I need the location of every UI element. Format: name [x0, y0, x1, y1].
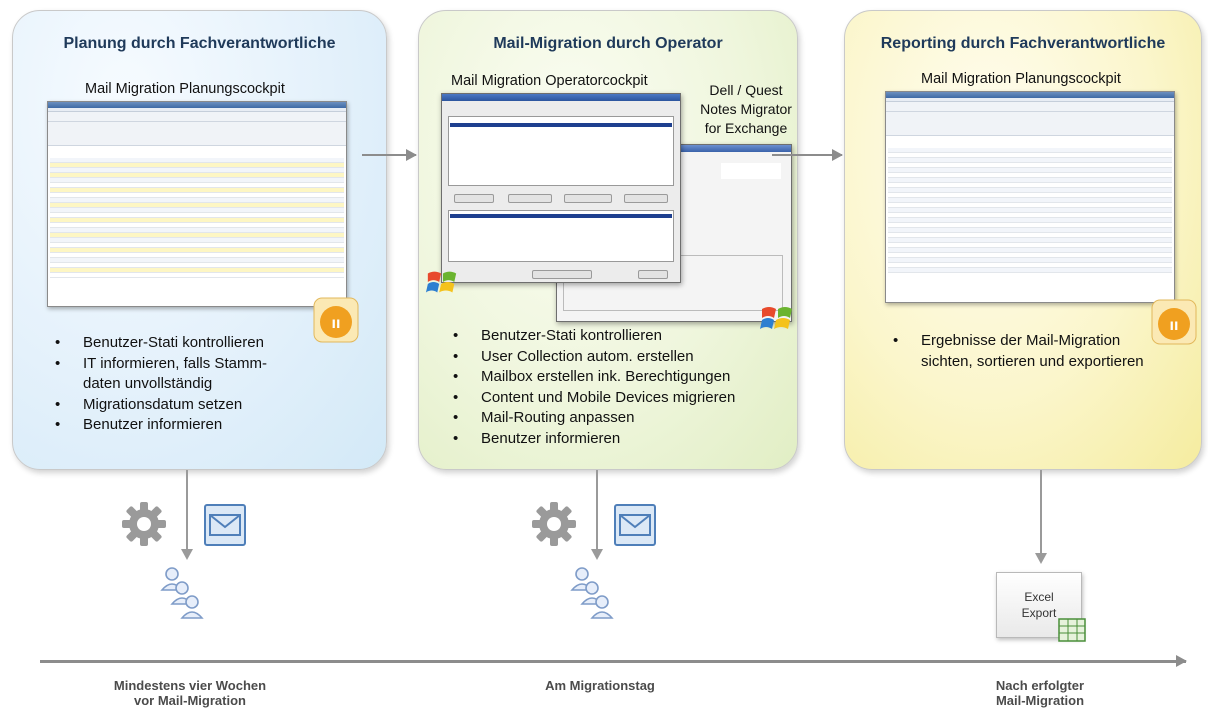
envelope-icon — [204, 504, 246, 546]
excel-label-line: Excel — [1024, 590, 1054, 604]
panel-title: Mail-Migration durch Operator — [493, 35, 723, 52]
svg-text:ıı: ıı — [332, 315, 341, 332]
list-item-continuation: daten unvollständig — [53, 374, 267, 395]
timeline-label-before: Mindestens vier Wochen vor Mail-Migratio… — [113, 678, 267, 708]
down-arrow — [591, 470, 603, 560]
list-item: User Collection autom. erstellen — [451, 347, 735, 368]
list-item: Benutzer informieren — [451, 429, 735, 450]
list-item: Migrationsdatum setzen — [53, 395, 267, 416]
windows-logo-icon — [760, 307, 792, 329]
panel-operator: Mail-Migration durch Operator Mail Migra… — [418, 10, 798, 470]
list-item: IT informieren, falls Stamm- — [53, 354, 267, 375]
envelope-icon — [614, 504, 656, 546]
users-group-icon — [570, 567, 614, 619]
screenshot-caption: Mail Migration Operatorcockpit — [451, 73, 648, 89]
excel-export-icon: Excel Export — [996, 572, 1086, 642]
panel-title: Planung durch Fachverantwortliche — [63, 35, 336, 52]
list-item: Mailbox erstellen ink. Berechtigungen — [451, 367, 735, 388]
down-arrow — [1035, 470, 1047, 564]
gear-icon — [532, 502, 576, 546]
planungscockpit-screenshot — [885, 91, 1175, 303]
timeline-label-after: Nach erfolgter Mail-Migration — [995, 678, 1085, 708]
list-item-text: sichten, sortieren und exportieren — [921, 352, 1144, 370]
timeline-label-day: Am Migrationstag — [545, 678, 655, 693]
panel-planning: Planung durch Fachverantwortliche Mail M… — [12, 10, 387, 470]
screenshot-caption: Mail Migration Planungscockpit — [85, 81, 285, 97]
list-item: Benutzer-Stati kontrollieren — [53, 333, 267, 354]
notes-migrator-label: Dell / Quest Notes Migrator for Exchange — [700, 82, 792, 136]
operatorcockpit-screenshot — [441, 93, 681, 283]
reporting-task-list: Ergebnisse der Mail-Migration sichten, s… — [891, 331, 1144, 372]
gear-icon — [122, 502, 166, 546]
list-item: Ergebnisse der Mail-Migration — [891, 331, 1144, 352]
list-item: Benutzer informieren — [53, 415, 267, 436]
panel-reporting: Reporting durch Fachverantwortliche Mail… — [844, 10, 1202, 470]
operator-task-list: Benutzer-Stati kontrollieren User Collec… — [451, 326, 735, 449]
list-item-continuation: sichten, sortieren und exportieren — [891, 352, 1144, 373]
flow-arrow — [772, 149, 843, 161]
flow-arrow — [362, 149, 417, 161]
excel-label-line: Export — [1021, 606, 1057, 620]
windows-logo-icon — [425, 271, 457, 293]
app-logo-icon: ıı — [1151, 299, 1197, 345]
app-logo-icon: ıı — [313, 297, 359, 343]
panel-title: Reporting durch Fachverantwortliche — [880, 35, 1166, 52]
down-arrow — [181, 470, 193, 560]
list-item-text: daten unvollständig — [83, 375, 213, 392]
svg-text:ıı: ıı — [1170, 317, 1179, 334]
screenshot-caption: Mail Migration Planungscockpit — [921, 71, 1121, 87]
list-item: Content und Mobile Devices migrieren — [451, 388, 735, 409]
users-group-icon — [160, 567, 204, 619]
timeline-arrow — [40, 655, 1187, 667]
planungscockpit-screenshot — [47, 101, 347, 307]
list-item: Mail-Routing anpassen — [451, 408, 735, 429]
list-item: Benutzer-Stati kontrollieren — [451, 326, 735, 347]
planning-task-list: Benutzer-Stati kontrollieren IT informie… — [53, 333, 267, 436]
spreadsheet-icon — [1058, 618, 1086, 642]
